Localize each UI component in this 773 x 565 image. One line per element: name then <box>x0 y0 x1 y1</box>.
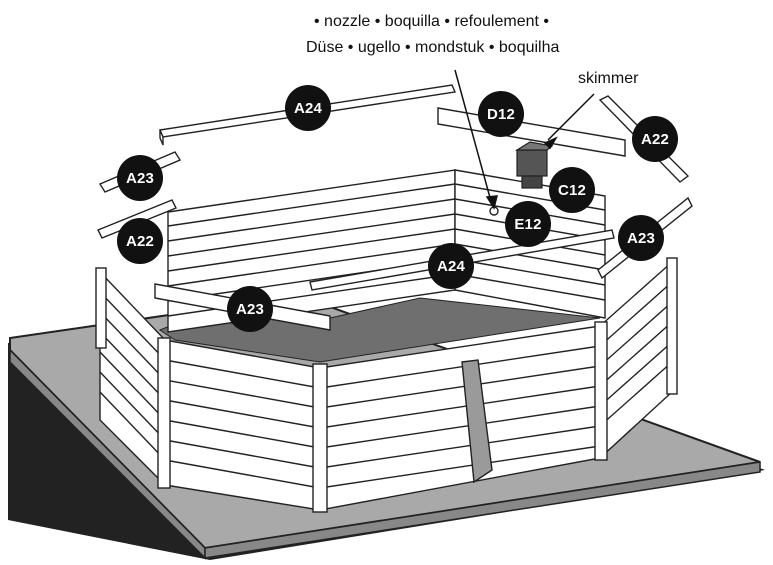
part-badge-e12: E12 <box>505 201 551 247</box>
nozzle-leader <box>454 69 493 206</box>
part-badge-c12: C12 <box>549 167 595 213</box>
nozzle-caption-line1: • nozzle • boquilla • refoulement • <box>314 13 549 30</box>
wall-right <box>594 257 678 461</box>
leader-lines <box>454 69 595 210</box>
skimmer-label: skimmer <box>578 70 639 87</box>
part-badge-a22-right: A22 <box>632 116 678 162</box>
skimmer-arrowhead <box>543 136 558 150</box>
nozzle-arrowhead <box>485 195 498 210</box>
wall-front-right <box>312 325 601 513</box>
part-badge-a24-mid: A24 <box>428 243 474 289</box>
wall-front-left <box>157 337 321 511</box>
part-badge-a23-left: A23 <box>117 155 163 201</box>
part-badge-a24-top: A24 <box>285 85 331 131</box>
nozzle-caption-line2: Düse • ugello • mondstuk • boquilha <box>306 39 560 56</box>
part-badge-d12: D12 <box>478 91 524 137</box>
skimmer-leader <box>547 93 595 141</box>
part-badge-a23-front: A23 <box>227 286 273 332</box>
skimmer-unit <box>514 141 554 189</box>
part-badge-a23-right: A23 <box>618 215 664 261</box>
part-badge-a22-left: A22 <box>117 218 163 264</box>
wall-left <box>95 267 166 487</box>
